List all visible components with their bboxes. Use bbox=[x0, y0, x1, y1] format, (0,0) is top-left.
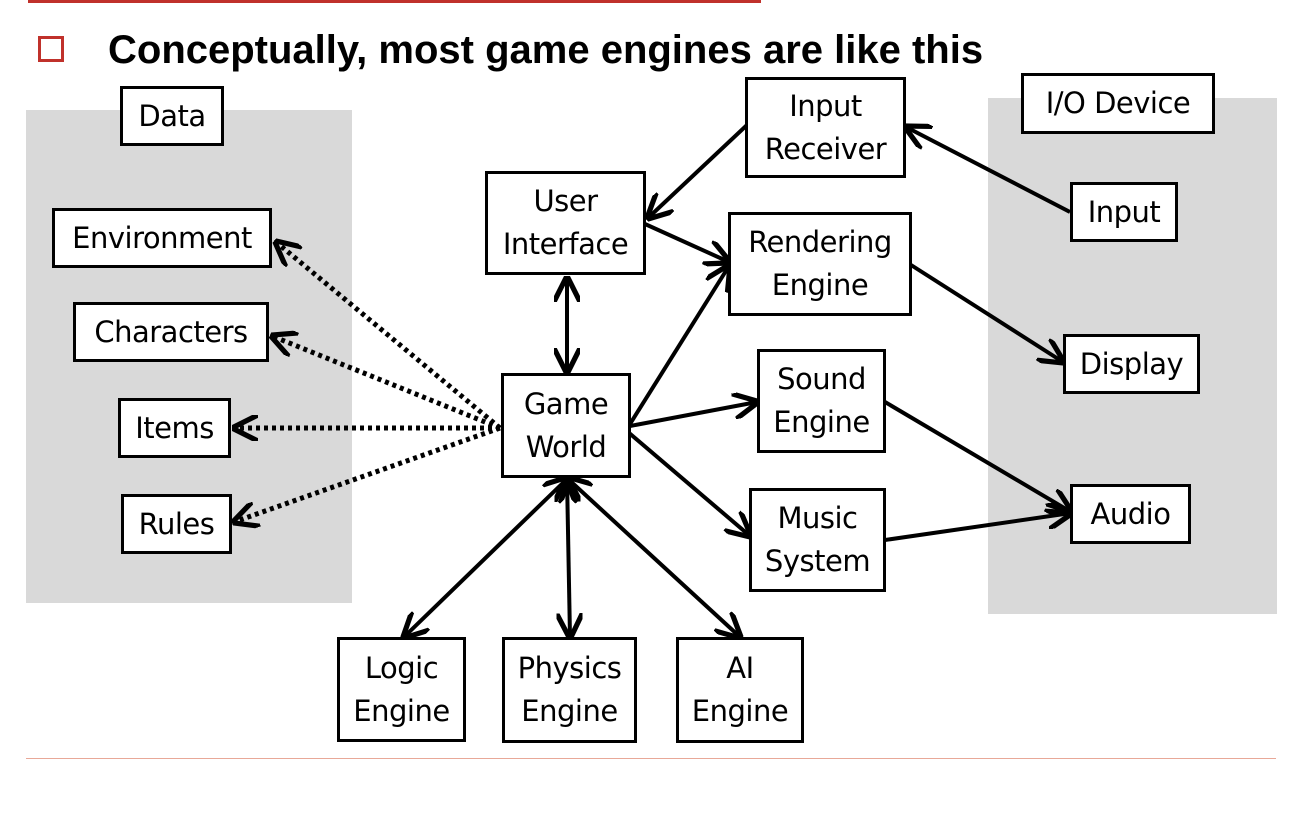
node-logic-engine: Logic Engine bbox=[337, 637, 466, 742]
node-display: Display bbox=[1063, 334, 1200, 394]
node-sound-engine-line2: Engine bbox=[773, 405, 870, 439]
edge-gameworld-ai bbox=[567, 478, 740, 637]
node-rendering-engine-line1: Rendering bbox=[748, 225, 892, 259]
node-ai-engine: AI Engine bbox=[676, 637, 804, 743]
data-group-label: Data bbox=[120, 86, 224, 146]
node-rendering-engine: Rendering Engine bbox=[728, 212, 912, 316]
node-rules: Rules bbox=[121, 494, 232, 554]
node-characters: Characters bbox=[73, 302, 269, 362]
edge-gameworld-physics bbox=[567, 478, 570, 637]
node-user-interface-line1: User bbox=[533, 184, 598, 218]
edge-inputreceiver-userinterface bbox=[648, 123, 749, 218]
node-environment: Environment bbox=[52, 208, 272, 268]
slide-title: Conceptually, most game engines are like… bbox=[108, 28, 984, 72]
edge-gameworld-environment bbox=[276, 242, 502, 430]
edge-input-inputreceiver bbox=[906, 127, 1071, 214]
node-rendering-engine-line2: Engine bbox=[771, 268, 869, 302]
node-ai-engine-line2: Engine bbox=[691, 694, 789, 728]
top-accent-bar bbox=[28, 0, 761, 3]
edge-music-audio bbox=[884, 513, 1071, 542]
edge-userinterface-rendering bbox=[644, 222, 729, 262]
node-physics-engine-line1: Physics bbox=[517, 651, 622, 685]
edge-gameworld-characters bbox=[272, 336, 501, 431]
edge-rendering-display bbox=[909, 263, 1063, 362]
node-game-world-line2: World bbox=[525, 429, 607, 464]
edge-gameworld-rules bbox=[234, 425, 501, 522]
node-environment-label: Environment bbox=[72, 220, 252, 255]
node-display-label: Display bbox=[1079, 346, 1184, 381]
node-sound-engine: Sound Engine bbox=[757, 349, 886, 453]
node-music-system: Music System bbox=[749, 488, 886, 592]
bullet-square-icon bbox=[38, 36, 64, 62]
edge-gameworld-rendering bbox=[628, 266, 729, 426]
node-game-world: Game World bbox=[501, 373, 631, 478]
io-group-label-text: I/O Device bbox=[1045, 86, 1191, 120]
node-game-world-line1: Game bbox=[523, 386, 609, 421]
node-audio-label: Audio bbox=[1090, 496, 1171, 531]
data-group-label-text: Data bbox=[138, 98, 206, 133]
node-items: Items bbox=[118, 398, 231, 458]
node-user-interface-line2: Interface bbox=[502, 227, 629, 261]
node-music-system-line2: System bbox=[764, 544, 871, 578]
node-input-receiver-line2: Receiver bbox=[764, 131, 887, 166]
footer-divider bbox=[26, 758, 1276, 759]
node-logic-engine-line1: Logic bbox=[364, 650, 439, 685]
node-items-label: Items bbox=[135, 410, 214, 445]
edge-gameworld-logic bbox=[404, 478, 568, 637]
node-sound-engine-line1: Sound bbox=[777, 362, 866, 396]
node-physics-engine-line2: Engine bbox=[521, 694, 618, 728]
edge-gameworld-music bbox=[626, 430, 750, 536]
node-input-receiver-line1: Input bbox=[789, 88, 862, 123]
edge-sound-audio bbox=[883, 400, 1071, 512]
node-physics-engine: Physics Engine bbox=[502, 637, 637, 743]
node-user-interface: User Interface bbox=[485, 171, 646, 275]
node-audio: Audio bbox=[1070, 484, 1191, 544]
node-input-label: Input bbox=[1087, 194, 1161, 229]
node-rules-label: Rules bbox=[138, 506, 215, 541]
edge-gameworld-sound bbox=[629, 402, 757, 428]
node-logic-engine-line2: Engine bbox=[353, 693, 450, 728]
node-characters-label: Characters bbox=[94, 314, 248, 349]
node-input: Input bbox=[1070, 182, 1178, 242]
node-music-system-line1: Music bbox=[777, 501, 858, 535]
io-group-label: I/O Device bbox=[1021, 73, 1215, 134]
node-input-receiver: Input Receiver bbox=[745, 77, 906, 178]
node-ai-engine-line1: AI bbox=[726, 651, 754, 685]
